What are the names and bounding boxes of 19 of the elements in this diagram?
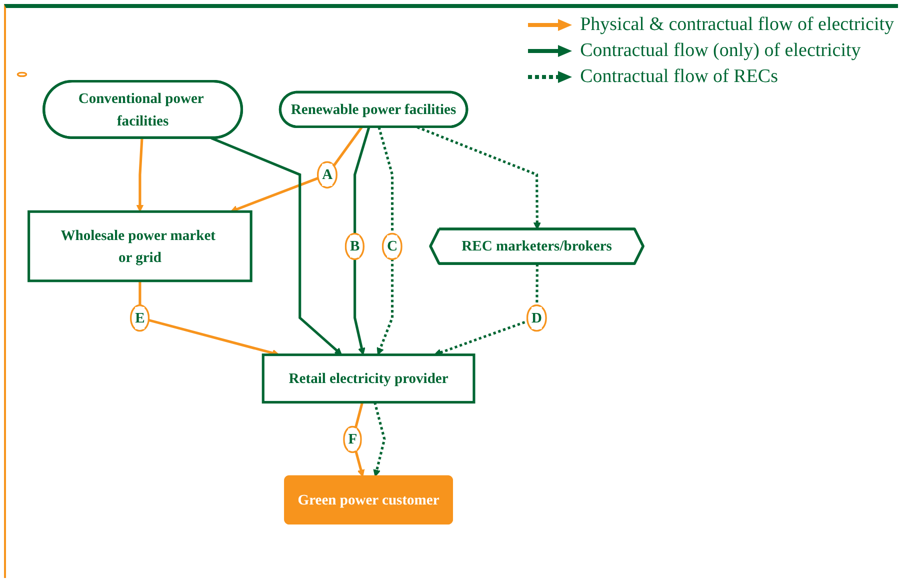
arrow bbox=[416, 126, 541, 230]
edge-label: F bbox=[348, 431, 358, 448]
edge-label: C bbox=[387, 238, 398, 254]
arrow bbox=[373, 402, 386, 478]
arrow bbox=[210, 137, 342, 356]
legend-text: Contractual flow (only) of electricity bbox=[580, 40, 861, 62]
arrow bbox=[136, 138, 144, 212]
legend-text: Physical & contractual flow of electricity bbox=[580, 14, 894, 36]
edge-label: B bbox=[350, 238, 360, 254]
legend-text: Contractual flow of RECs bbox=[580, 66, 778, 88]
edge-label: D bbox=[532, 310, 542, 326]
arrow bbox=[354, 127, 370, 356]
arrow bbox=[376, 127, 394, 356]
edge-label: E bbox=[135, 310, 145, 326]
node-box: Retail electricity provider bbox=[262, 354, 476, 404]
arrow bbox=[434, 264, 538, 356]
node-box: Wholesale power market or grid bbox=[28, 210, 252, 282]
edge-label: A bbox=[322, 166, 333, 183]
arrow bbox=[230, 126, 363, 213]
